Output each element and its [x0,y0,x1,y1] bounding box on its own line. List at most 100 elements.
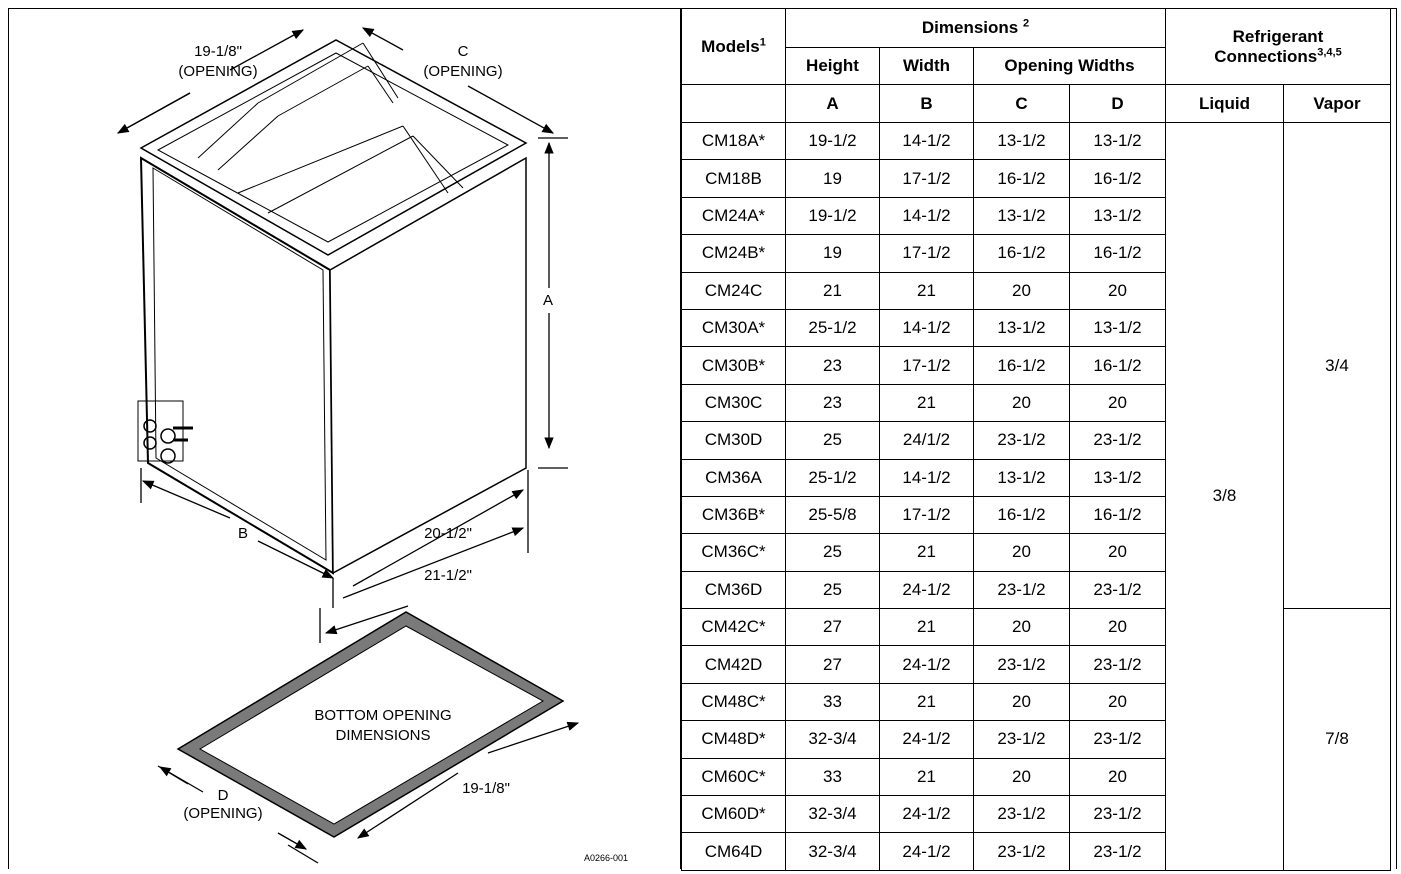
model-cell: CM30D [681,421,786,460]
model-cell: CM36A [681,458,786,497]
dimension-cell: 20 [1069,271,1166,310]
label-depth-outer: 21-1/2" [424,567,472,584]
dimension-cell: 17-1/2 [879,495,974,535]
dimension-cell: 16-1/2 [1069,234,1166,273]
label-bottom-depth: 19-1/8" [462,780,510,797]
dimension-cell: 16-1/2 [1069,159,1166,198]
dimension-cell: 20 [973,757,1070,797]
dimension-cell: 20 [973,271,1070,310]
dimension-cell: 23-1/2 [973,421,1070,460]
dimension-cell: 17-1/2 [879,346,974,385]
cabinet-body [137,39,528,575]
dimension-cell: 16-1/2 [973,346,1070,385]
model-cell: CM36B* [681,495,786,535]
model-cell: CM60C* [681,757,786,797]
figure-divider [680,8,681,869]
dimension-cell: 14-1/2 [879,308,974,348]
label-bottom-d-sub: (OPENING) [183,805,262,822]
figure-id: A0266-001 [584,853,628,863]
label-height: A [543,292,553,309]
dimension-cell: 23-1/2 [973,645,1070,684]
dimension-cell: 25-5/8 [785,495,880,535]
dimension-cell: 25-1/2 [785,308,880,348]
dimension-cell: 20 [973,608,1070,647]
dimension-cell: 23-1/2 [973,795,1070,834]
dimension-cell: 20 [1069,533,1166,572]
dimension-cell: 13-1/2 [1069,196,1166,236]
dimension-cell: 25 [785,570,880,610]
header-col-a: A [785,84,880,123]
dimension-cell: 13-1/2 [1069,121,1166,161]
dimension-cell: 23 [785,346,880,385]
dimension-cell: 25-1/2 [785,458,880,497]
header-dimensions: Dimensions 2 [785,8,1166,48]
model-cell: CM24B* [681,234,786,273]
model-cell: CM48D* [681,720,786,759]
dimension-cell: 24-1/2 [879,795,974,834]
dimension-cell: 23-1/2 [1069,832,1166,871]
header-vapor: Vapor [1283,84,1391,123]
header-models: Models1 [681,8,786,85]
dimension-cell: 23-1/2 [973,570,1070,610]
dimension-cell: 23-1/2 [973,832,1070,871]
dimension-cell: 23 [785,383,880,423]
header-col-c: C [973,84,1070,123]
dimension-cell: 17-1/2 [879,234,974,273]
dimension-cell: 14-1/2 [879,458,974,497]
dimension-cell: 20 [1069,682,1166,722]
dimension-cell: 16-1/2 [973,159,1070,198]
dimension-cell: 24-1/2 [879,720,974,759]
dimension-cell: 19-1/2 [785,196,880,236]
dimension-cell: 20 [973,383,1070,423]
dimension-cell: 32-3/4 [785,720,880,759]
dimension-cell: 13-1/2 [973,196,1070,236]
dimension-cell: 19-1/2 [785,121,880,161]
dimension-cell: 16-1/2 [973,234,1070,273]
dimension-cell: 19 [785,234,880,273]
dimension-cell: 20 [1069,383,1166,423]
dimension-cell: 21 [785,271,880,310]
header-col-b: B [879,84,974,123]
header-height: Height [785,47,880,85]
header-width: Width [879,47,974,85]
dimension-cell: 16-1/2 [1069,495,1166,535]
dimension-cell: 24-1/2 [879,832,974,871]
dimension-cell: 16-1/2 [973,495,1070,535]
bottom-title-line-1: BOTTOM OPENING [314,707,451,724]
dimension-cell: 23-1/2 [973,720,1070,759]
dimension-cell: 23-1/2 [1069,645,1166,684]
dimension-cell: 23-1/2 [1069,795,1166,834]
dimension-cell: 33 [785,682,880,722]
dimension-cell: 19 [785,159,880,198]
dimension-cell: 20 [1069,757,1166,797]
model-cell: CM18B [681,159,786,198]
vapor-connection-cell-small: 3/4 [1283,121,1391,610]
dimension-lines [116,27,568,643]
header-liquid: Liquid [1165,84,1284,123]
header-col-d: D [1069,84,1166,123]
model-cell: CM30B* [681,346,786,385]
label-width: B [238,525,248,542]
cabinet-dimension-drawing: 19-1/8" (OPENING) C (OPENING) A B 20-1/2… [8,8,681,869]
dimension-cell: 13-1/2 [973,121,1070,161]
model-cell: CM42C* [681,608,786,647]
dimension-cell: 13-1/2 [1069,458,1166,497]
dimension-cell: 25 [785,533,880,572]
model-cell: CM48C* [681,682,786,722]
label-bottom-d: D [218,787,229,804]
dimension-cell: 33 [785,757,880,797]
dimension-cell: 14-1/2 [879,121,974,161]
